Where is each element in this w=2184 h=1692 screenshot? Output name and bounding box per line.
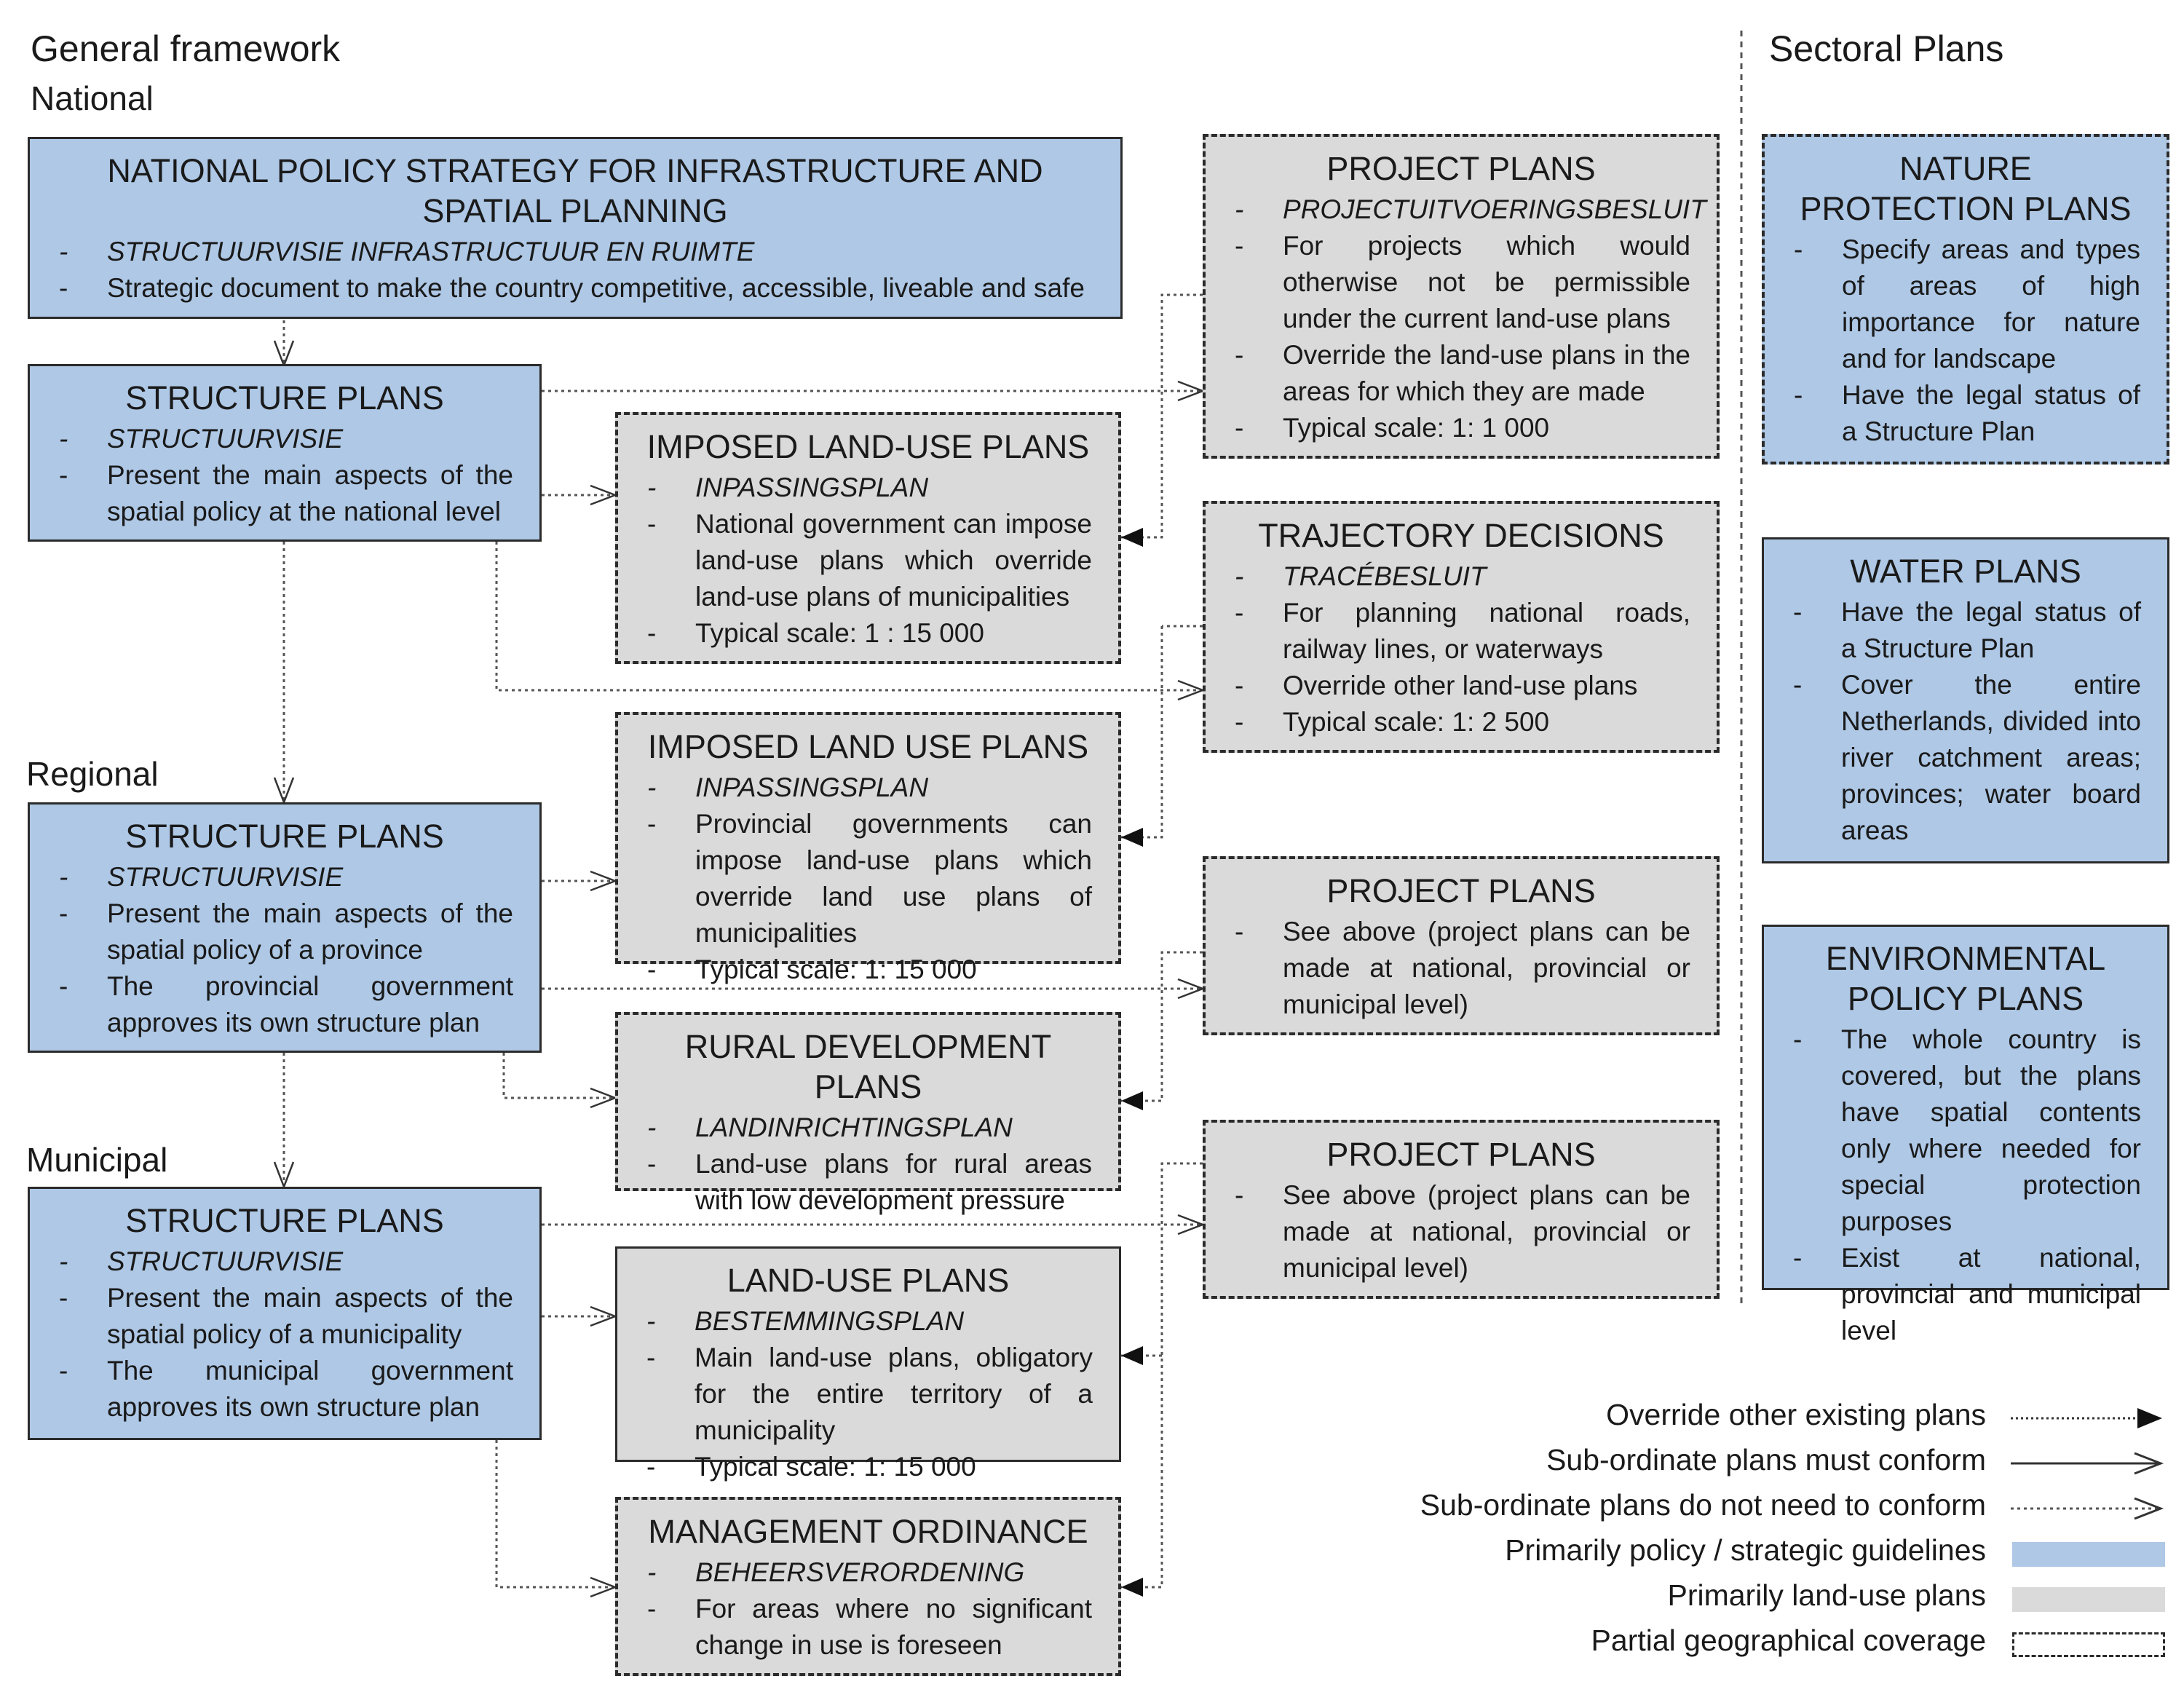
box-environmental-policy-plans: ENVIRONMENTAL POLICY PLANS The whole cou…: [1762, 925, 2169, 1345]
box-item: Typical scale: 1: 15 000: [644, 1449, 1093, 1485]
box-item: Have the legal status of a Structure Pla…: [1790, 594, 2141, 667]
box-item: Have the legal status of a Structure Pla…: [1791, 377, 2140, 450]
legend-label-must-conform: Sub-ordinate plans must conform: [1546, 1443, 1986, 1476]
box-item: STRUCTUURVISIE: [56, 421, 513, 457]
box-item: TRACÉBESLUIT: [1232, 558, 1690, 595]
box-title: PROJECT PLANS: [1326, 150, 1596, 187]
box-structure-plans-municipal: STRUCTURE PLANS STRUCTUURVISIE Present t…: [28, 1187, 542, 1440]
box-item: STRUCTUURVISIE: [56, 1244, 513, 1280]
legend-label-land-use: Primarily land-use plans: [1667, 1578, 1986, 1612]
box-item: BEHEERSVERORDENING: [644, 1554, 1092, 1591]
box-title: ENVIRONMENTAL POLICY PLANS: [1825, 940, 2106, 1017]
box-title: TRAJECTORY DECISIONS: [1258, 517, 1664, 554]
box-item: Exist at national, provincial and munici…: [1790, 1240, 2141, 1349]
level-municipal: Municipal: [26, 1141, 168, 1179]
box-project-plans-3: PROJECT PLANS See above (project plans c…: [1203, 1120, 1720, 1299]
box-item: Present the main aspects of the spatial …: [56, 1280, 513, 1353]
box-item: Provincial governments can impose land-u…: [644, 806, 1092, 952]
box-title: PROJECT PLANS: [1326, 1136, 1596, 1173]
box-item: Main land-use plans, obligatory for the …: [644, 1340, 1093, 1449]
box-item: For projects which would otherwise not b…: [1232, 228, 1690, 337]
box-item: The municipal government approves its ow…: [56, 1353, 513, 1426]
box-item: The provincial government approves its o…: [56, 968, 513, 1041]
box-item: Strategic document to make the country c…: [56, 270, 1094, 307]
legend-label-override: Override other existing plans: [1606, 1398, 1986, 1431]
box-title: NATIONAL POLICY STRATEGY FOR INFRASTRUCT…: [107, 152, 1043, 229]
box-title: STRUCTURE PLANS: [125, 379, 444, 416]
box-item: INPASSINGSPLAN: [644, 470, 1092, 506]
box-item: Land-use plans for rural areas with low …: [644, 1146, 1092, 1219]
box-title: IMPOSED LAND-USE PLANS: [646, 428, 1090, 465]
legend-label-partial-coverage: Partial geographical coverage: [1591, 1624, 1986, 1657]
box-item: PROJECTUITVOERINGSBESLUIT: [1232, 191, 1706, 228]
box-item: Override other land-use plans: [1232, 668, 1690, 704]
box-structure-plans-regional: STRUCTURE PLANS STRUCTUURVISIE Present t…: [28, 802, 542, 1053]
box-management-ordinance: MANAGEMENT ORDINANCE BEHEERSVERORDENING …: [615, 1497, 1121, 1676]
override-pp2-to-rdp: [1121, 951, 1203, 1110]
connector-sp-mun-to-mo: [495, 1440, 618, 1598]
box-rural-development-plans: RURAL DEVELOPMENT PLANS LANDINRICHTINGSP…: [615, 1012, 1121, 1215]
box-item: Typical scale: 1: 2 500: [1232, 704, 1690, 740]
heading-general-framework: General framework: [31, 28, 341, 69]
box-title: STRUCTURE PLANS: [125, 818, 444, 855]
legend-label-no-need-to-conform: Sub-ordinate plans do not need to confor…: [1420, 1488, 1986, 1522]
box-water-plans: WATER PLANS Have the legal status of a S…: [1762, 537, 2169, 863]
level-regional: Regional: [26, 755, 159, 793]
box-item: STRUCTUURVISIE INFRASTRUCTUUR EN RUIMTE: [56, 234, 1094, 270]
level-national: National: [31, 79, 154, 117]
box-title: LAND-USE PLANS: [727, 1262, 1010, 1299]
heading-sectoral-plans: Sectoral Plans: [1769, 28, 2004, 69]
box-item: National government can impose land-use …: [644, 506, 1092, 615]
override-pp1-to-ilup1: [1121, 293, 1203, 547]
legend-dotted-arrow-icon: [2011, 1497, 2164, 1520]
box-item: LANDINRICHTINGSPLAN: [644, 1110, 1092, 1146]
override-to-ilup2: [1121, 626, 1163, 847]
box-item: For areas where no significant change in…: [644, 1591, 1092, 1664]
box-item: See above (project plans can be made at …: [1232, 1177, 1690, 1286]
box-item: Present the main aspects of the spatial …: [56, 896, 513, 968]
override-pp3-to-lup-mo: [1121, 1162, 1203, 1597]
box-title: RURAL DEVELOPMENT PLANS: [684, 1028, 1052, 1105]
box-item: Typical scale: 1: 1 000: [1232, 410, 1690, 446]
box-trajectory-decisions: TRAJECTORY DECISIONS TRACÉBESLUIT For pl…: [1203, 501, 1720, 753]
legend-label-policy: Primarily policy / strategic guidelines: [1505, 1533, 1986, 1567]
box-imposed-land-use-plans-national: IMPOSED LAND-USE PLANS INPASSINGSPLAN Na…: [615, 412, 1121, 664]
box-imposed-land-use-plans-provincial: IMPOSED LAND USE PLANS INPASSINGSPLAN Pr…: [615, 712, 1121, 988]
box-item: Override the land-use plans in the areas…: [1232, 337, 1690, 410]
box-item: BESTEMMINGSPLAN: [644, 1303, 1093, 1340]
legend-grey-swatch: [2012, 1587, 2165, 1612]
box-title: STRUCTURE PLANS: [125, 1202, 444, 1239]
legend-solid-arrow-icon: [2011, 1452, 2164, 1475]
legend-dashed-swatch: [2012, 1632, 2165, 1657]
box-title: MANAGEMENT ORDINANCE: [648, 1513, 1088, 1550]
box-item: INPASSINGSPLAN: [644, 770, 1092, 806]
box-project-plans-2: PROJECT PLANS See above (project plans c…: [1203, 856, 1720, 1035]
box-item: For planning national roads, railway lin…: [1232, 595, 1690, 668]
box-title: NATURE PROTECTION PLANS: [1800, 150, 2132, 227]
box-title: PROJECT PLANS: [1326, 872, 1596, 909]
box-item: Cover the entire Netherlands, divided in…: [1790, 667, 2141, 849]
box-project-plans-1: PROJECT PLANS PROJECTUITVOERINGSBESLUIT …: [1203, 134, 1720, 459]
box-item: The whole country is covered, but the pl…: [1790, 1021, 2141, 1240]
box-structure-plans-national: STRUCTURE PLANS STRUCTUURVISIE Present t…: [28, 364, 542, 542]
box-land-use-plans: LAND-USE PLANS BESTEMMINGSPLAN Main land…: [615, 1246, 1121, 1485]
box-item: Typical scale: 1 : 15 000: [644, 615, 1092, 652]
connector-sp-reg-to-rdp: [502, 1053, 618, 1109]
box-nature-protection-plans: NATURE PROTECTION PLANS Specify areas an…: [1762, 134, 2169, 464]
box-title: WATER PLANS: [1850, 553, 2081, 590]
box-item: Specify areas and types of areas of high…: [1791, 232, 2140, 377]
box-item: See above (project plans can be made at …: [1232, 914, 1690, 1023]
box-item: Typical scale: 1: 15 000: [644, 952, 1092, 988]
box-title: IMPOSED LAND USE PLANS: [647, 728, 1089, 765]
box-item: Present the main aspects of the spatial …: [56, 457, 513, 530]
legend-override-arrow-icon: [2011, 1408, 2162, 1428]
legend-blue-swatch: [2012, 1542, 2165, 1567]
box-item: STRUCTUURVISIE: [56, 859, 513, 896]
box-national-policy-strategy: NATIONAL POLICY STRATEGY FOR INFRASTRUCT…: [28, 137, 1123, 319]
